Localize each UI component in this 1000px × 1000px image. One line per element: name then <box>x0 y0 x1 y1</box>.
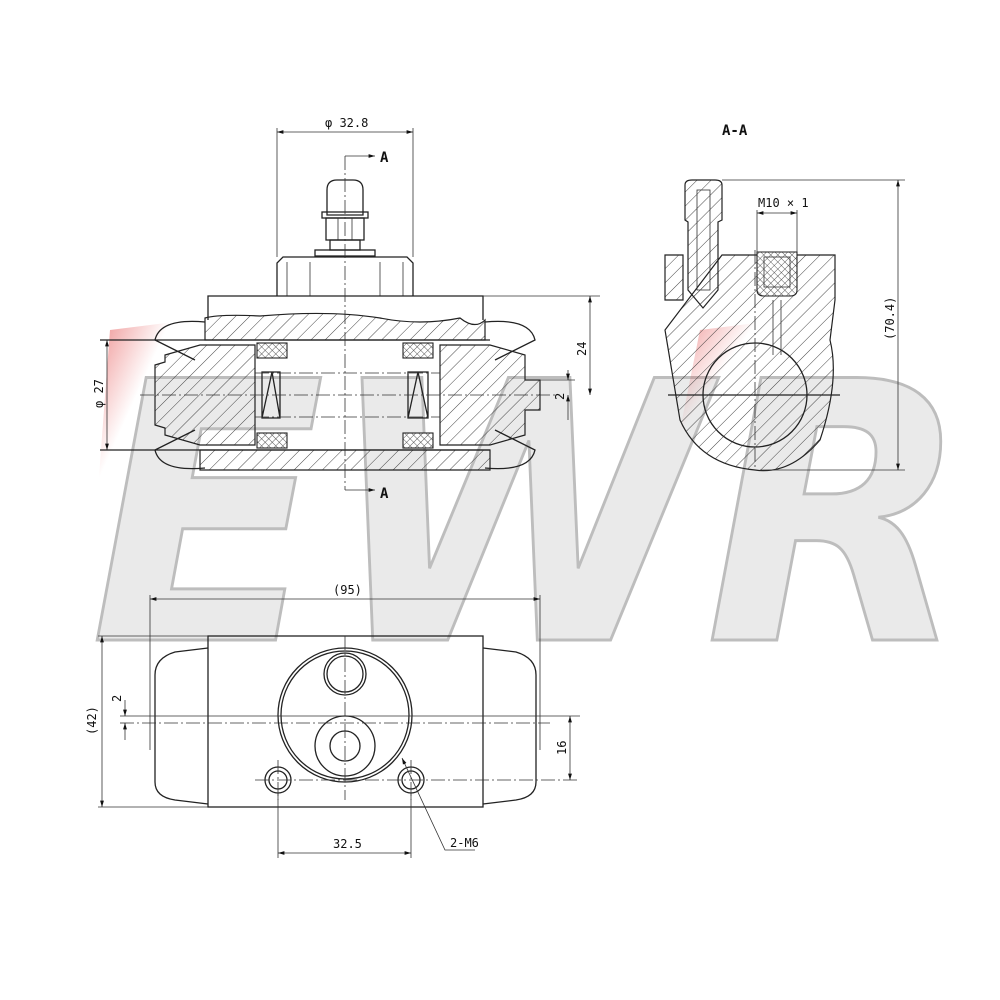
piston-cup <box>402 342 434 359</box>
dim-bore-diameter: φ 27 <box>92 379 106 408</box>
dim-offset-bottom: 2 <box>110 695 124 702</box>
piston-right <box>439 344 541 446</box>
leader-line <box>401 757 475 851</box>
dim-thread: M10 × 1 <box>758 196 809 210</box>
dim-hole-offset: 16 <box>555 741 569 755</box>
dim-total-height: (70.4) <box>883 297 897 340</box>
dim-width: (42) <box>85 706 99 735</box>
end-cap-left <box>154 647 209 805</box>
dust-boot-right <box>484 320 536 470</box>
cylinder-body <box>207 635 484 808</box>
section-mark-bottom: A <box>380 486 389 502</box>
housing-top <box>204 312 486 341</box>
front-section-view: A A φ 32.8 φ 27 24 2 <box>92 116 600 502</box>
bleeder-cap <box>326 179 364 216</box>
end-cap-right <box>482 647 537 805</box>
bottom-view: (95) (42) 2 16 32.5 2-M6 <box>85 583 580 858</box>
section-mark-top: A <box>380 150 389 166</box>
section-title: A-A <box>722 123 748 139</box>
dim-height: 24 <box>575 342 589 356</box>
dim-holes: 2-M6 <box>450 836 479 850</box>
bleeder-screw <box>684 179 723 309</box>
dim-length: (95) <box>333 583 362 597</box>
dim-bleeder-diameter: φ 32.8 <box>325 116 368 130</box>
piston-cup <box>256 432 288 449</box>
section-a-a-view: A-A M10 × 1 (70.4) <box>664 123 905 472</box>
piston-cup <box>256 342 288 359</box>
piston-cup <box>402 432 434 449</box>
spring-right <box>407 371 429 419</box>
dim-hole-spacing: 32.5 <box>333 837 362 851</box>
fluid-inlet-cap <box>756 251 798 297</box>
piston-left <box>154 344 256 446</box>
spring-left <box>261 371 281 419</box>
dim-offset: 2 <box>553 393 567 400</box>
